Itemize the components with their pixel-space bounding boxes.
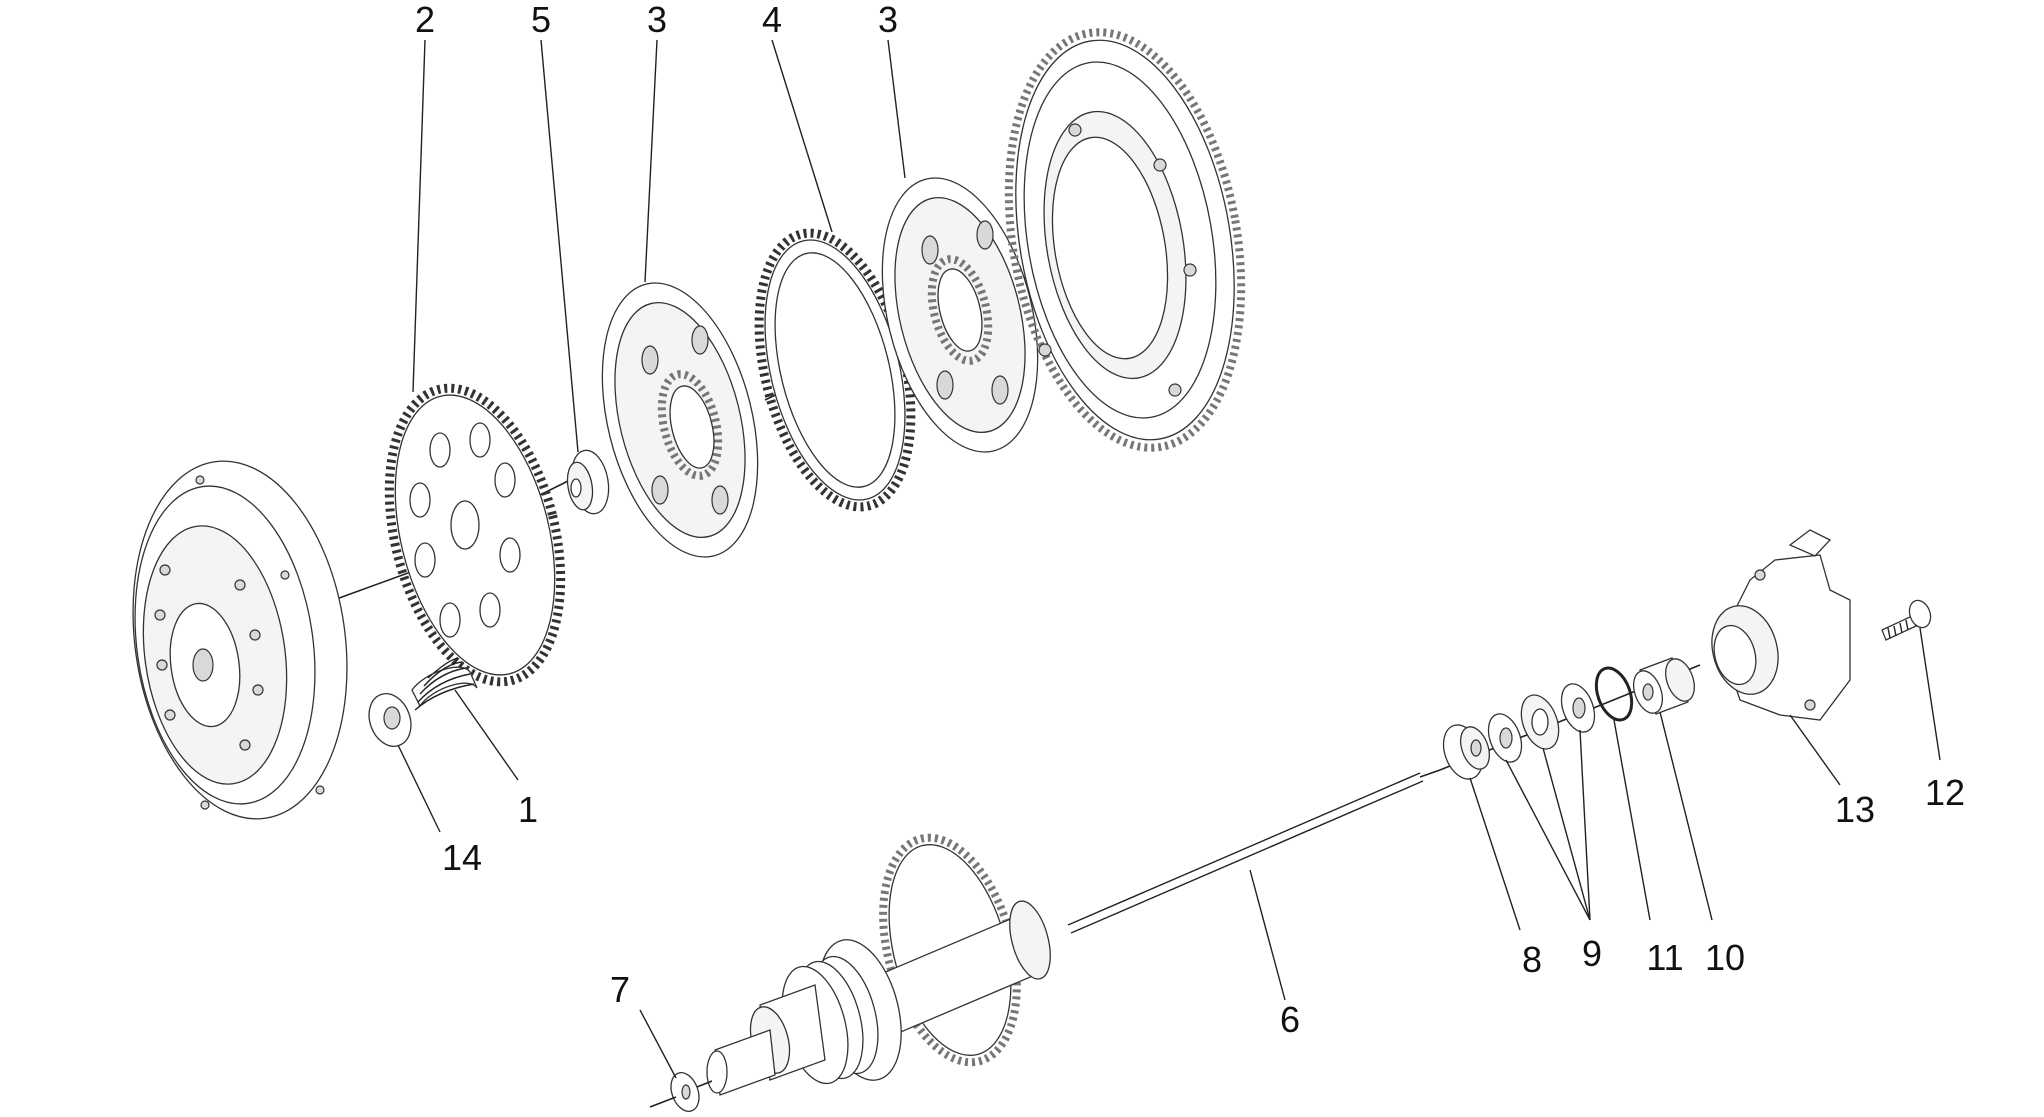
part-7-washer	[649, 1072, 713, 1112]
callout-5: 5	[531, 0, 551, 40]
part-9-washers-bearing	[1487, 683, 1596, 763]
callout-2: 2	[415, 0, 435, 40]
part-2-toothed-plate	[384, 383, 566, 687]
callout-8: 8	[1522, 939, 1542, 980]
leader-lines	[397, 39, 1941, 1079]
part-11-circlip	[1594, 666, 1634, 722]
part-14-washer	[368, 693, 412, 747]
callout-13: 13	[1835, 789, 1875, 830]
part-13-slave-cylinder	[1711, 529, 1851, 721]
part-10-piston	[1633, 657, 1695, 715]
part-3-friction-disc-a	[601, 282, 759, 558]
callout-7: 7	[610, 969, 630, 1010]
callout-14: 14	[442, 837, 482, 878]
callout-3a: 3	[647, 0, 667, 40]
part-5-bushing	[566, 449, 610, 515]
part-12-screw	[1881, 599, 1932, 641]
part-1-spring	[411, 657, 478, 711]
part-3-friction-disc-b	[881, 177, 1039, 453]
clutch-shaft-assembly	[706, 833, 1051, 1096]
crown-gear	[1004, 28, 1246, 452]
callout-4: 4	[762, 0, 782, 40]
flywheel-housing	[132, 460, 348, 820]
callout-3b: 3	[878, 0, 898, 40]
callout-10: 10	[1705, 937, 1745, 978]
part-8-thrust-washer	[1442, 724, 1490, 780]
part-6-push-rod	[1067, 769, 1441, 934]
callout-12: 12	[1925, 772, 1965, 813]
part-4-toothed-ring	[754, 228, 916, 512]
callouts: 2 5 3 4 3 1 14 13 12 8 9 11 10 6 7	[415, 0, 1965, 1040]
callout-9: 9	[1582, 933, 1602, 974]
callout-6: 6	[1280, 999, 1300, 1040]
callout-11: 11	[1646, 937, 1683, 978]
callout-1: 1	[518, 789, 538, 830]
